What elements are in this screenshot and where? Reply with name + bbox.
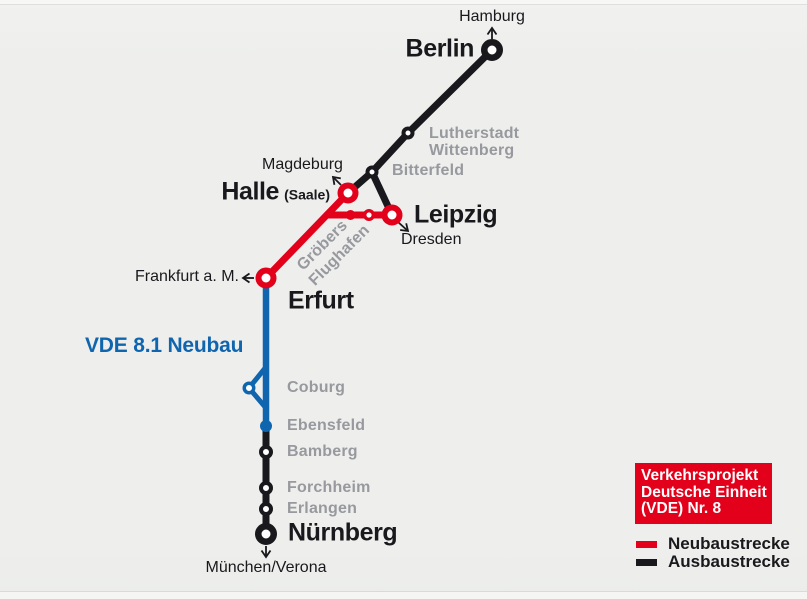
node-erfurt: [255, 267, 277, 289]
label-forchheim: Forchheim: [287, 478, 371, 496]
label-vde81-neubau: VDE 8.1 Neubau: [85, 334, 244, 357]
label-erlangen: Erlangen: [287, 499, 358, 517]
node-groebers: [345, 210, 356, 220]
label-nuernberg: Nürnberg: [288, 518, 398, 547]
legend-title-line3: (VDE) Nr. 8: [641, 500, 722, 517]
neubaustrecke-swatch: [636, 540, 657, 548]
legend-item-neubaustrecke: Neubaustrecke: [636, 534, 790, 553]
label-wittenberg: Wittenberg: [429, 141, 515, 159]
line-berlin-to-halle: [345, 47, 495, 196]
label-bamberg: Bamberg: [287, 442, 358, 460]
label-lutherstadt-wittenberg: Lutherstadt Wittenberg: [429, 125, 520, 159]
label-lutherstadt: Lutherstadt: [429, 125, 520, 142]
neubaustrecke-label: Neubaustrecke: [668, 534, 790, 553]
label-frankfurt: Frankfurt a. M.: [134, 268, 239, 285]
label-muenchen-verona: München/Verona: [205, 559, 327, 576]
line-halle-to-erfurt: [262, 189, 352, 282]
node-forchheim: [259, 481, 273, 495]
label-ebensfeld: Ebensfeld: [287, 416, 366, 434]
label-magdeburg: Magdeburg: [262, 156, 343, 173]
node-leipzig: [381, 204, 403, 226]
label-halle-suffix: (Saale): [284, 186, 330, 203]
bottom-edge-divider: [0, 591, 807, 599]
legend-title-line1: Verkehrsprojekt: [641, 467, 759, 484]
node-nuernberg: [255, 523, 277, 545]
label-dresden: Dresden: [401, 231, 462, 248]
node-erlangen: [259, 502, 273, 516]
label-halle: Halle (Saale): [221, 178, 330, 207]
node-halle: [337, 182, 359, 204]
label-coburg: Coburg: [287, 378, 346, 396]
top-edge-divider: [0, 0, 807, 5]
arrow-to-magdeburg: [331, 175, 342, 186]
legend-title-box: Verkehrsprojekt Deutsche Einheit (VDE) N…: [635, 463, 772, 524]
legend-item-ausbaustrecke: Ausbaustrecke: [636, 552, 790, 571]
label-leipzig: Leipzig: [414, 200, 498, 229]
label-bitterfeld: Bitterfeld: [392, 161, 465, 179]
label-erfurt: Erfurt: [288, 286, 354, 315]
legend-title-line2: Deutsche Einheit: [641, 483, 767, 501]
node-ebensfeld: [260, 420, 272, 432]
ausbaustrecke-label: Ausbaustrecke: [668, 552, 790, 571]
node-berlin: [481, 39, 503, 61]
label-berlin: Berlin: [405, 34, 475, 63]
node-flughafen: [363, 208, 376, 221]
arrow-to-dresden: [397, 221, 410, 233]
label-hamburg: Hamburg: [459, 8, 525, 25]
node-lutherstadt-wittenberg: [401, 126, 415, 140]
node-bitterfeld: [365, 165, 379, 179]
node-bamberg: [259, 445, 273, 459]
label-halle-name: Halle: [221, 177, 280, 206]
ausbaustrecke-swatch: [636, 558, 657, 566]
node-coburg: [242, 381, 256, 395]
